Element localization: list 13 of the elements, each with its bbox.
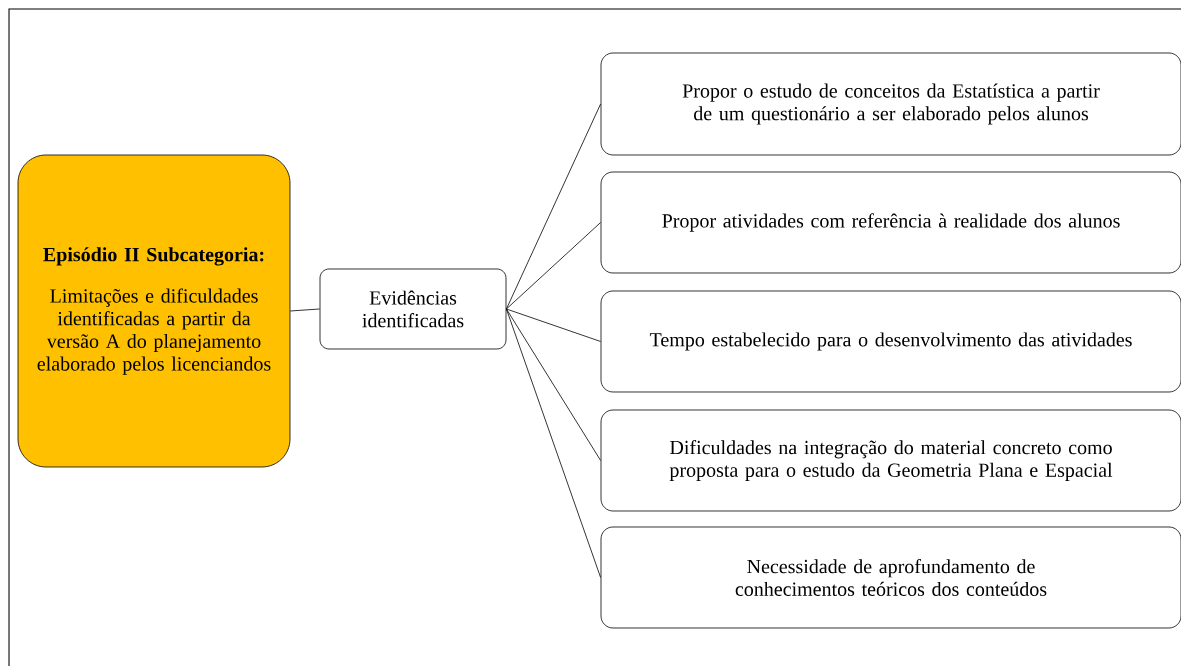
connector-line <box>290 308 320 312</box>
connector-line <box>506 308 601 578</box>
connector-line <box>506 308 601 461</box>
evidence-item-box: Tempo estabelecido para o desenvolvimento das atividades <box>600 290 1181 393</box>
subcategory-box: Episódio II Subcategoria: Limitações e dificuldades identificadas a partir da versão A do planejamento elaborado pelos licenciandos <box>17 154 291 468</box>
evidence-item-box: Propor atividades com referência à realidade dos alunos <box>600 171 1181 274</box>
connector-line <box>506 103 601 310</box>
evidence-item-box: Necessidade de aprofundamento de conhecimentos teóricos dos conteúdos <box>600 526 1181 629</box>
connector-line <box>506 308 601 342</box>
evidence-item-box: Propor o estudo de conceitos da Estatística a partir de um questionário a ser elaborado pelos alunos <box>600 52 1181 156</box>
connector-line <box>506 222 601 310</box>
evidence-item-box: Dificuldades na integração do material concreto como proposta para o estudo da Geometria Plana e Espacial <box>600 409 1181 512</box>
evidence-box: Evidências identificadas <box>319 268 507 350</box>
